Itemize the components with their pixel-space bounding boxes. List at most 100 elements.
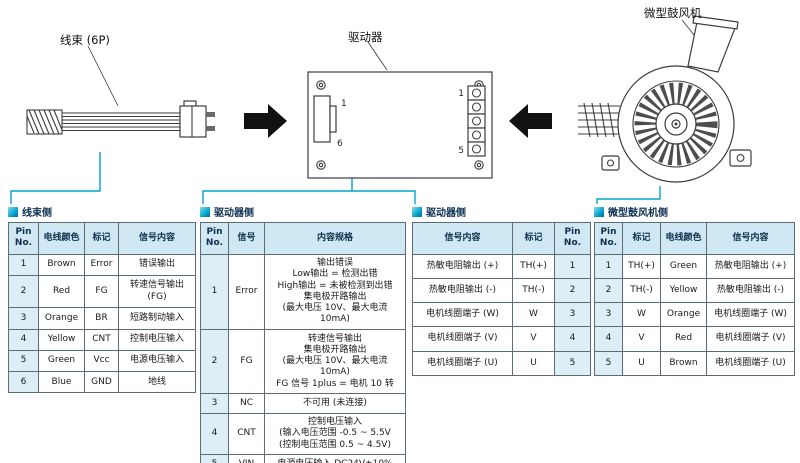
table-cell: 3	[200, 393, 229, 414]
table-cell: U	[622, 350, 661, 376]
table-cell: W	[512, 301, 555, 328]
table-cell: Green	[38, 349, 85, 373]
table-cell: FG	[228, 328, 265, 395]
table-cell: 短路制动输入	[118, 307, 196, 330]
table-cell: 4	[200, 412, 229, 456]
table-cell: 不可用 (未连接)	[264, 393, 406, 414]
connector-line-harness	[10, 152, 101, 204]
column-header: Pin No.	[200, 222, 229, 255]
column-header: Pin No.	[554, 222, 591, 255]
table-cell: 1	[554, 253, 591, 279]
section-title: 线束侧	[22, 208, 52, 219]
section-marker-icon	[200, 206, 210, 217]
table-cell: Brown	[38, 253, 85, 276]
table-row: 热敏电阻输出 (-)TH(-)2	[412, 277, 591, 304]
driver-label: 驱动器	[348, 30, 383, 44]
wiring-diagram: 1 6 1 5	[10, 15, 752, 204]
table-cell: 热敏电阻输出 (+)	[706, 253, 795, 279]
blower-wire-hatch	[583, 102, 615, 138]
driver-pin-label: 6	[337, 139, 343, 149]
driver-drawing: 1 6 1 5	[307, 71, 493, 179]
harness-bundle-hatch	[26, 109, 63, 135]
table-cell: 2	[554, 277, 591, 304]
table-cell: Blue	[38, 370, 85, 394]
driver-pin-label: 1	[458, 89, 464, 99]
column-header: 标记	[84, 222, 119, 255]
blower-wires	[578, 105, 622, 135]
table-cell: TH(+)	[512, 253, 555, 279]
harness-leader-line	[87, 45, 119, 107]
table-cell: 电机线圈端子 (U)	[412, 350, 513, 376]
table-cell: 热敏电阻输出 (+)	[412, 253, 513, 279]
table-cell: GND	[84, 370, 119, 394]
driver-leader-line	[367, 41, 388, 71]
blower-mount-tab	[729, 149, 752, 167]
harness-drawing	[26, 100, 215, 138]
table-cell: Orange	[660, 301, 707, 328]
section-label-driver-output: 驱动器侧	[412, 204, 466, 219]
table-cell: 5	[200, 454, 229, 463]
table-cell: NC	[228, 393, 265, 414]
table-cell: 电机线圈端子 (V)	[412, 326, 513, 352]
table-cell: Yellow	[38, 328, 85, 351]
table-cell: 5	[554, 350, 591, 376]
connector-line-blower	[596, 186, 661, 204]
table-cell: CNT	[84, 328, 119, 351]
column-header: 标记	[622, 222, 661, 255]
connector-line-driver	[202, 178, 416, 204]
blower-drawing	[578, 15, 752, 183]
table-cell: 5	[8, 349, 39, 373]
table-cell: CNT	[228, 412, 265, 456]
table-cell: 2	[200, 328, 229, 395]
blower-mount-tab	[601, 155, 620, 171]
arrow-right-icon	[244, 104, 287, 138]
table-cell: 错误输出	[118, 253, 196, 276]
column-header: 信号	[228, 222, 265, 255]
column-header: Pin No.	[594, 222, 623, 255]
column-header: 内容规格	[264, 222, 406, 255]
table-cell: 6	[8, 370, 39, 394]
table-cell: 热敏电阻输出 (-)	[412, 277, 513, 304]
table-cell: 2	[594, 277, 623, 304]
blower-label: 微型鼓风机	[644, 6, 702, 20]
table-cell: 4	[594, 326, 623, 352]
table-row: 5VIN电源电压输入 DC24V±10%	[200, 454, 406, 463]
table-cell: 3	[554, 301, 591, 328]
table-cell: 输出错误 Low输出 = 检测出错 High输出 = 未被检测到出错 集电极开路…	[264, 253, 406, 330]
table-cell: 转速信号输出 集电极开路输出 (最大电压 10V、最大电流 10mA) FG 信…	[264, 328, 406, 395]
section-label-driver-input: 驱动器侧	[200, 204, 254, 219]
table-cell: 2	[8, 274, 39, 309]
column-header: 标记	[512, 222, 555, 255]
column-header: 信号内容	[706, 222, 795, 255]
table-cell: Orange	[38, 307, 85, 330]
table-cell: FG	[84, 274, 119, 309]
table-cell: Error	[228, 253, 265, 330]
column-header: Pin No.	[8, 222, 39, 255]
connector-pin	[206, 112, 215, 117]
blower-impeller-blades	[634, 82, 718, 166]
table-cell: TH(+)	[622, 253, 661, 279]
table-cell: 转速信号输出 (FG)	[118, 274, 196, 309]
driver-pin-label: 5	[458, 146, 464, 156]
table-cell: 1	[200, 253, 229, 330]
table-cell: 电机线圈端子 (W)	[412, 301, 513, 328]
section-title: 驱动器侧	[426, 208, 466, 219]
table-cell: Red	[660, 326, 707, 352]
column-header: 信号内容	[412, 222, 513, 255]
table-cell: 电机线圈端子 (V)	[706, 326, 795, 352]
table-cell: 电源电压输入 DC24V±10%	[264, 454, 406, 463]
